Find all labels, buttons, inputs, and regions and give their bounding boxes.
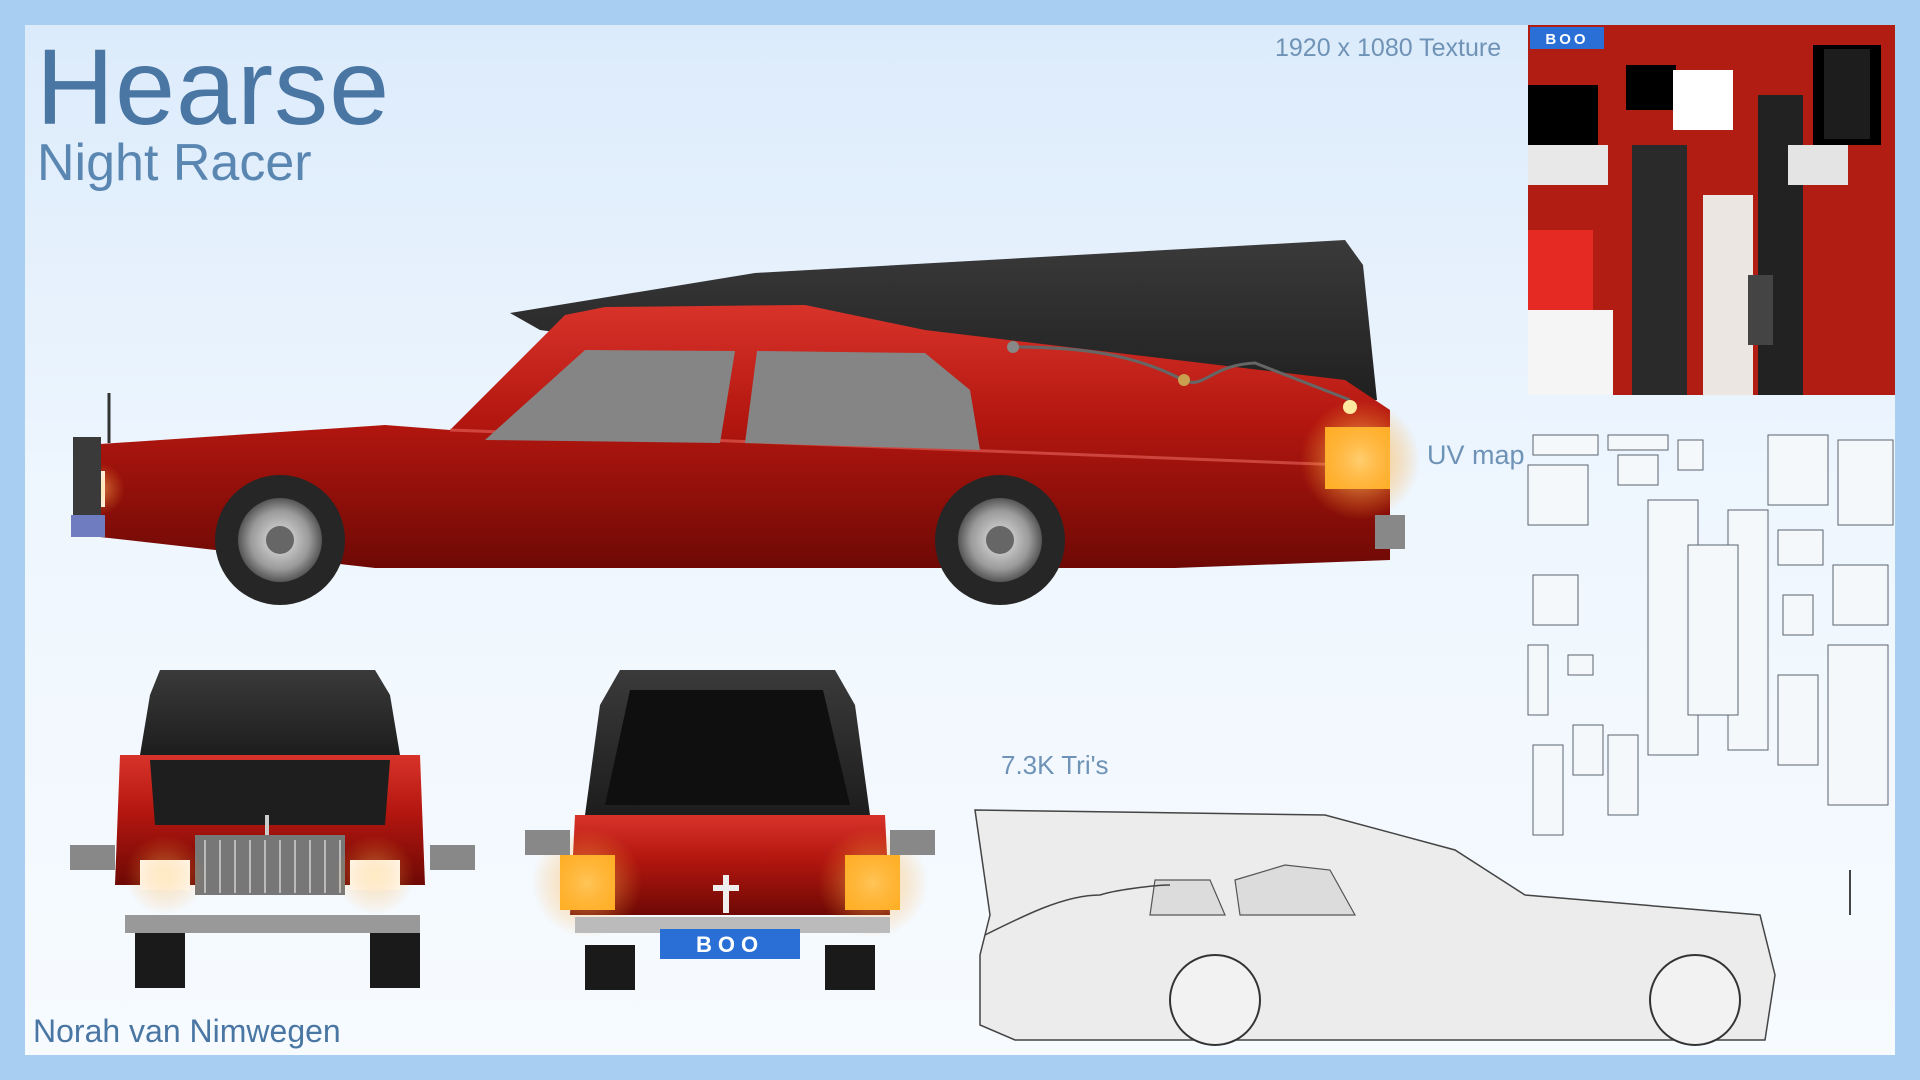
tri-count-label: 7.3K Tri's (1001, 750, 1109, 780)
hearse-side-view (71, 240, 1420, 605)
author-name: Norah van Nimwegen (33, 1013, 341, 1049)
texture-atlas: BOO (1528, 25, 1895, 395)
rear-license-plate: BOO (696, 932, 764, 957)
uv-map-label: UV map (1427, 440, 1525, 470)
hearse-wireframe-view (974, 809, 1851, 1046)
page-subtitle: Night Racer (37, 134, 312, 192)
texture-plate-label: BOO (1545, 31, 1588, 48)
texture-label: 1920 x 1080 Texture (1275, 34, 1502, 62)
uv-map (1527, 434, 1894, 836)
hearse-rear-view: BOO (525, 670, 935, 990)
page-title: Hearse (36, 26, 391, 147)
hearse-front-view (70, 670, 475, 988)
presentation-sheet: Hearse Night Racer Norah van Nimwegen 19… (25, 25, 1895, 1055)
